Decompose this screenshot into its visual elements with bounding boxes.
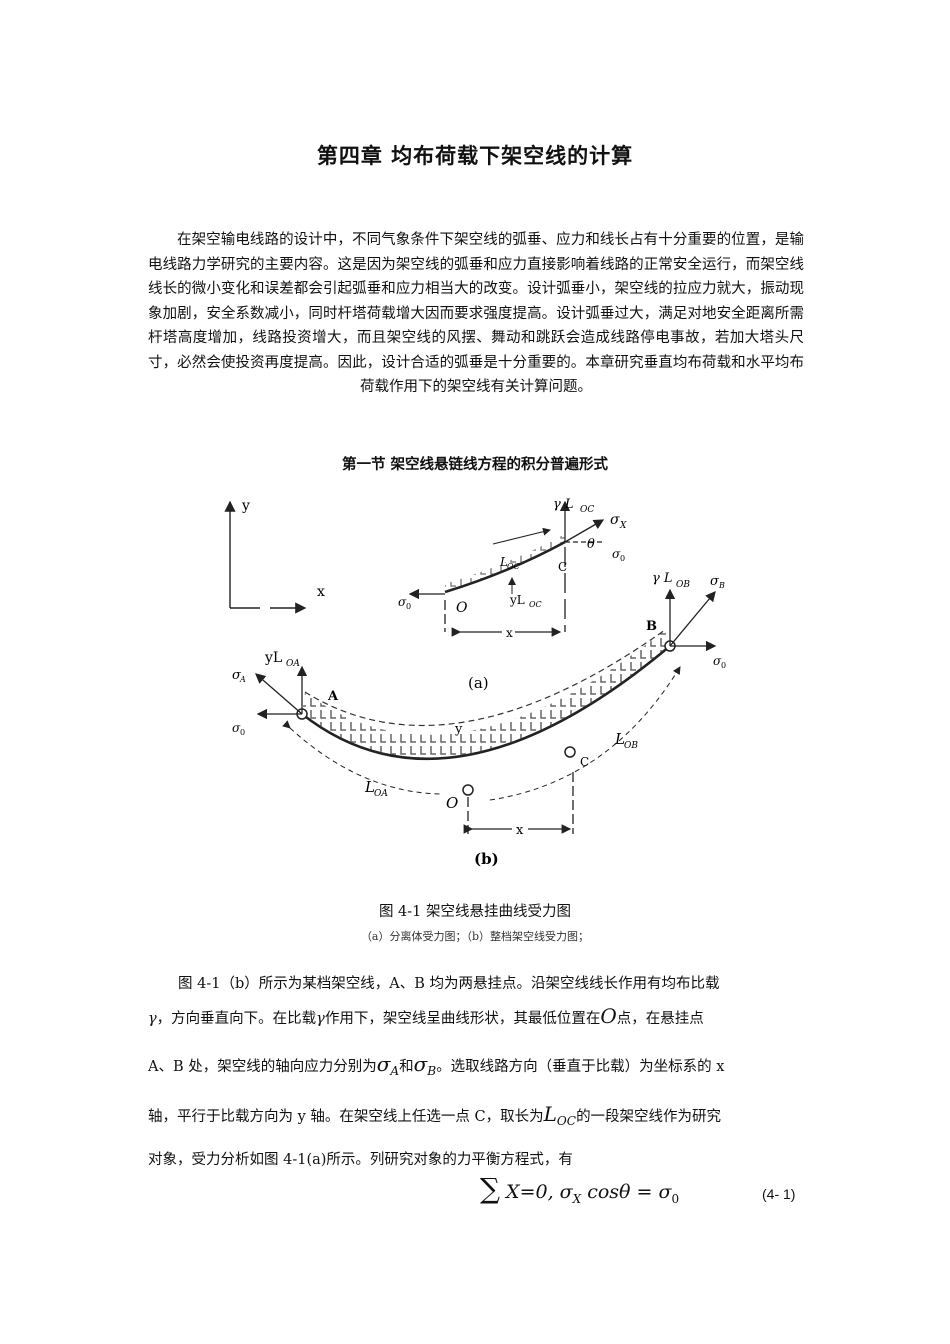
svg-text:0: 0 <box>240 728 245 737</box>
svg-text:C: C <box>558 560 567 574</box>
svg-text:γ L: γ L <box>553 497 574 512</box>
svg-text:yL: yL <box>509 593 525 607</box>
svg-text:OC: OC <box>507 562 520 571</box>
svg-text:y: y <box>454 722 463 737</box>
section-title: 第一节 架空线悬链线方程的积分普遍形式 <box>341 456 609 473</box>
svg-text:0: 0 <box>721 661 726 670</box>
svg-text:OB: OB <box>676 580 690 590</box>
subfigure-a: γ L OC σ X θ σ 0 L OC C σ 0 O yL OC x (a… <box>398 497 627 692</box>
subfigure-a-label: (a) <box>468 674 489 692</box>
svg-text:σ: σ <box>398 595 407 609</box>
svg-text:L: L <box>499 555 508 569</box>
svg-text:σ: σ <box>232 721 241 735</box>
svg-text:0: 0 <box>406 602 411 611</box>
axis-y-label: y <box>241 498 250 514</box>
svg-text:OA: OA <box>286 659 300 669</box>
svg-text:L: L <box>614 730 625 748</box>
svg-text:γ L: γ L <box>652 571 673 586</box>
svg-text:x: x <box>506 626 513 640</box>
svg-text:C: C <box>580 755 589 769</box>
coordinate-axes: y x <box>224 498 325 614</box>
svg-text:σ: σ <box>612 547 621 561</box>
figure-subcaption: （a）分离体受力图；（b）整档架空线受力图； <box>360 930 590 943</box>
figure-4-1: y x γ L OC σ X θ σ 0 L OC C <box>224 497 726 868</box>
subfigure-b: γ L OB σ B B σ 0 yL OA σ A A σ 0 y C L O… <box>232 571 726 868</box>
svg-text:X: X <box>619 521 627 531</box>
svg-text:O: O <box>446 794 458 812</box>
svg-text:A: A <box>327 689 339 704</box>
subfigure-b-label: (b) <box>474 850 499 868</box>
svg-text:B: B <box>718 581 725 590</box>
equation-4-1: ∑ X=0, σX cosθ = σ0 <box>480 1172 680 1206</box>
svg-text:θ: θ <box>587 537 595 552</box>
para-line-2: γ，方向垂直向下。在比载γ作用下，架空线呈曲线形状，其最低位置在O点，在悬挂点 <box>148 1004 704 1028</box>
para-line-5: 对象，受力分析如图 4-1(a)所示。列研究对象的力平衡方程式，有 <box>148 1152 573 1168</box>
svg-text:yL: yL <box>264 650 282 666</box>
svg-text:OC: OC <box>580 505 594 515</box>
para-line-1: 图 4-1（b）所示为某档架空线，A、B 均为两悬挂点。沿架空线线长作用有均布比… <box>178 976 720 992</box>
chapter-title: 第四章 均布荷载下架空线的计算 <box>316 143 634 168</box>
intro-paragraph: 在架空输电线路的设计中，不同气象条件下架空线的弧垂、应力和线长占有十分重要的位置… <box>148 232 804 395</box>
svg-text:B: B <box>646 619 657 634</box>
svg-text:σ: σ <box>232 668 242 683</box>
svg-text:σ: σ <box>713 654 722 668</box>
svg-text:A: A <box>239 675 246 684</box>
figure-caption: 图 4-1 架空线悬挂曲线受力图 <box>378 904 572 920</box>
svg-text:σ: σ <box>710 574 720 589</box>
svg-text:OA: OA <box>374 789 388 799</box>
svg-text:OC: OC <box>529 600 542 609</box>
svg-text:x: x <box>516 823 524 838</box>
axis-x-label: x <box>317 584 325 600</box>
para-line-3: A、B 处，架空线的轴向应力分别为σA和σB。选取线路方向（垂直于比载）为坐标系… <box>148 1052 725 1078</box>
svg-text:σ: σ <box>610 512 620 528</box>
para-line-4: 轴，平行于比载方向为 y 轴。在架空线上任选一点 C，取长为LOC的一段架空线作… <box>148 1102 722 1128</box>
equation-number: (4- 1) <box>762 1186 796 1202</box>
svg-text:O: O <box>456 600 468 616</box>
svg-text:0: 0 <box>620 554 625 563</box>
svg-text:OB: OB <box>624 741 638 751</box>
svg-text:L: L <box>364 778 375 796</box>
